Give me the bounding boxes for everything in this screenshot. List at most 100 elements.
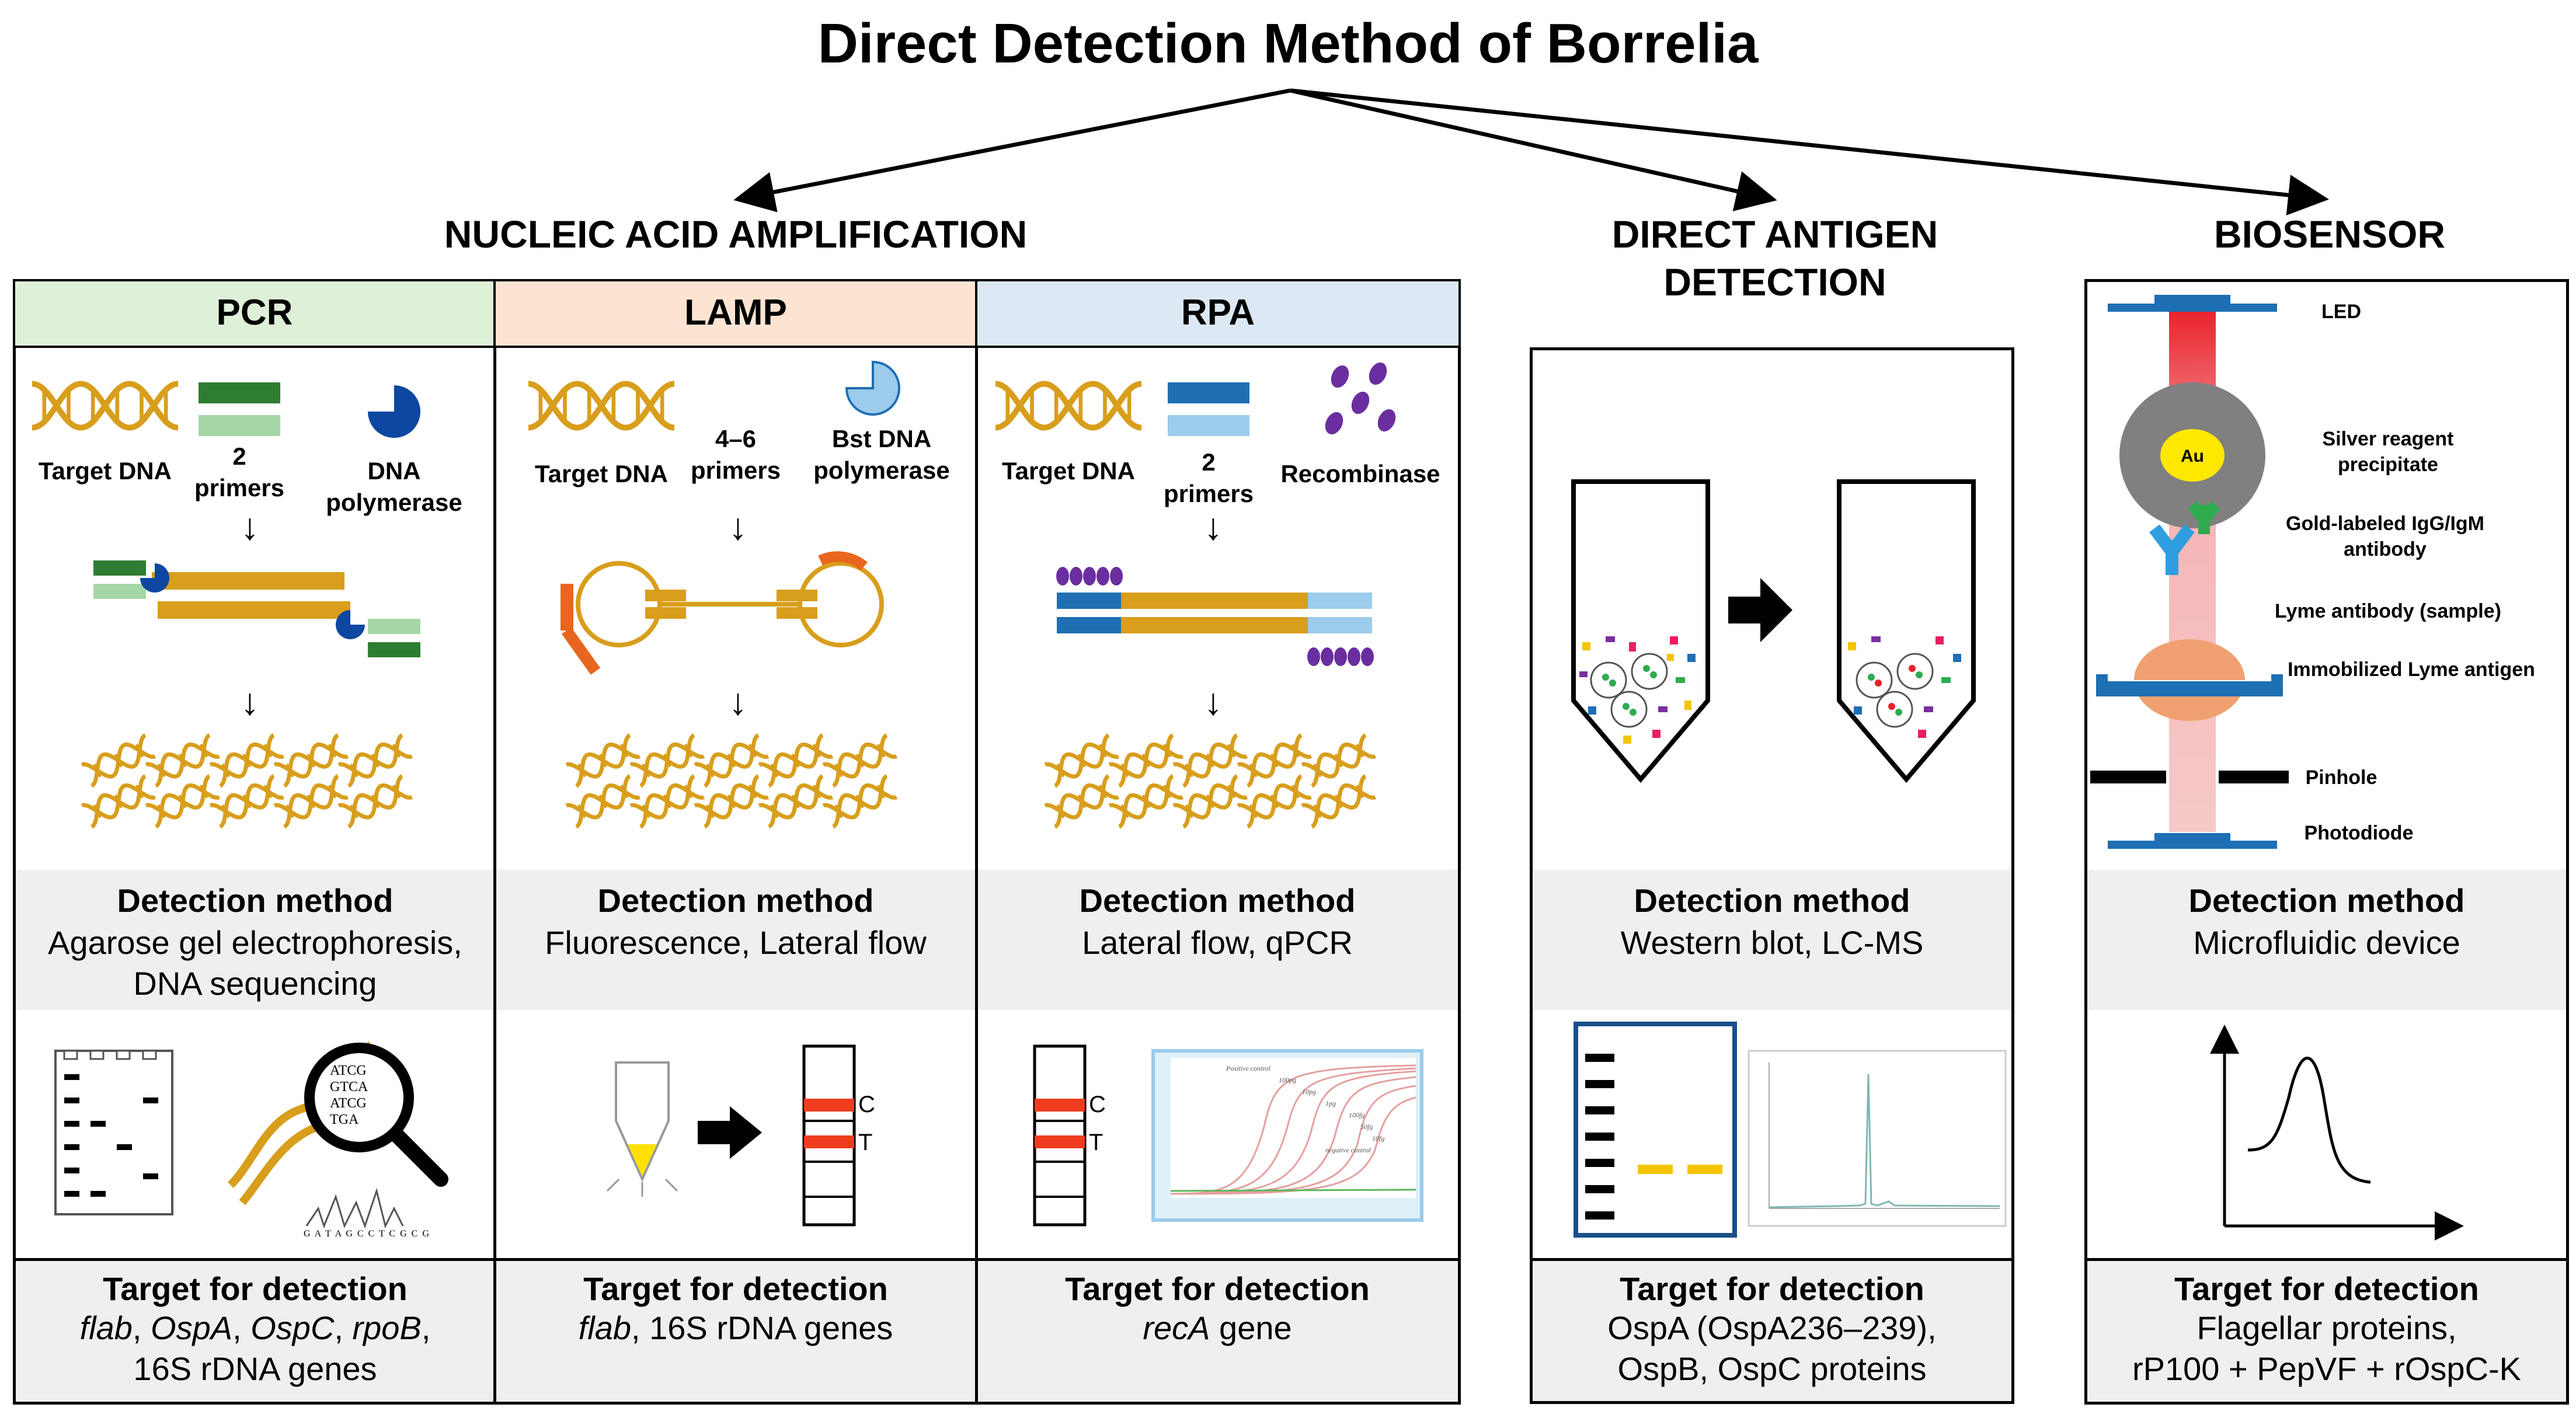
target-band-nucleic <box>16 1261 1458 1401</box>
lamp-arrow-2: ↓ <box>729 681 747 723</box>
seq-line-3: ATCG <box>330 1096 367 1111</box>
plot-label-100pg: 100pg <box>1279 1076 1296 1084</box>
biosensor-diagram <box>2090 295 2289 849</box>
qpcr-plot-labels: Positive control 100pg 10pg 1pg 100fg 50… <box>1226 1062 1413 1156</box>
lamp-polymerase-label: Bst DNA polymerase <box>794 423 969 486</box>
lateral-flow-strip-rpa <box>1033 1044 1087 1227</box>
lamp-target-dna-label: Target DNA <box>535 460 668 487</box>
antigen-target-line2: OspB, OspC proteins <box>1617 1350 1927 1387</box>
pcr-target-line2: 16S rDNA genes <box>133 1350 377 1387</box>
arrow-right-antigen-icon <box>1728 578 1792 642</box>
lamp-polymerase-line2: polymerase <box>813 457 950 484</box>
gene-ospc: OspC <box>250 1309 335 1346</box>
divider-antigen <box>1530 1258 2014 1261</box>
gold-antibody-label: Gold-labeled IgG/IgM antibody <box>2265 511 2505 562</box>
seq-line-2: GTCA <box>330 1079 368 1095</box>
lyme-antibody-label: Lyme antibody (sample) <box>2275 600 2501 622</box>
plot-label-positive: Positive control <box>1226 1064 1270 1072</box>
target-band-biosensor <box>2087 1261 2566 1401</box>
detection-band-nucleic <box>16 870 1458 1010</box>
bst-polymerase-icon <box>845 360 900 416</box>
rpa-arrow-2: ↓ <box>1204 681 1223 723</box>
biosensor-target-line1: Flagellar proteins, <box>2196 1309 2457 1346</box>
antigen-target-text: OspA (OspA236–239), OspB, OspC proteins <box>1533 1308 2011 1389</box>
pcr-polymerase-line1: DNA <box>367 457 421 485</box>
antigen-tube-after <box>1837 479 1976 783</box>
pcr-sep-3: , <box>334 1309 353 1346</box>
gene-rpob: rpoB <box>352 1309 422 1346</box>
signal-peak-plot <box>2210 1025 2464 1241</box>
biosensor-target-line2: rP100 + PepVF + rOspC-K <box>2132 1350 2522 1387</box>
arrow-right-icon <box>698 1106 762 1159</box>
rpa-strand-diagram <box>1056 567 1374 666</box>
dna-sequencing-icon <box>227 1041 448 1229</box>
pcr-primers-icon <box>199 382 280 436</box>
lamp-arrow-1: ↓ <box>729 506 747 548</box>
pcr-detection-line2: DNA sequencing <box>133 965 377 1002</box>
gene-flab-lamp: flab <box>578 1309 632 1346</box>
lamp-amplicons-icon <box>555 753 905 846</box>
pcr-target-dna-label: Target DNA <box>39 457 172 485</box>
rpa-header: RPA <box>975 279 1461 348</box>
plot-label-10pg: 10pg <box>1302 1088 1316 1096</box>
target-band-antigen <box>1533 1261 2011 1401</box>
lamp-target-dna-icon <box>528 374 674 438</box>
silver-line2: precipitate <box>2338 454 2438 476</box>
recombinase-label: Recombinase <box>1280 460 1440 487</box>
divider-nucleic <box>13 1258 1461 1261</box>
fluorescence-tube-icon <box>606 1061 678 1197</box>
pcr-primers-text: primers <box>194 474 285 501</box>
gene-reca: recA <box>1143 1309 1210 1346</box>
pcr-target-title: Target for detection <box>103 1270 408 1307</box>
lamp-strip-c-label: C <box>858 1092 875 1117</box>
rpa-detection-text: Lateral flow, qPCR <box>1082 924 1353 961</box>
pcr-target-dna-icon <box>32 374 178 438</box>
pcr-sep-4: , <box>421 1309 431 1346</box>
antigen-target-title: Target for detection <box>1620 1270 1924 1307</box>
sequence-text: ATCG GTCA ATCG TGA <box>330 1062 394 1128</box>
lamp-target-text: flab, 16S rDNA genes <box>496 1308 975 1349</box>
antigen-detection-text: Western blot, LC-MS <box>1620 924 1924 961</box>
rpa-arrow-1: ↓ <box>1204 506 1223 548</box>
agarose-gel-icon <box>54 1050 173 1215</box>
lamp-detection-text: Fluorescence, Lateral flow <box>545 924 927 961</box>
western-blot-icon <box>1574 1022 1737 1238</box>
lamp-header: LAMP <box>493 279 978 348</box>
pinhole-label: Pinhole <box>2305 767 2377 789</box>
section-nucleic-acid: NUCLEIC ACID AMPLIFICATION <box>444 212 1028 256</box>
detection-band-biosensor <box>2087 870 2566 1010</box>
silver-reagent-label: Silver reagent precipitate <box>2289 426 2487 478</box>
pcr-primers-label: 2 primers <box>187 441 292 504</box>
seq-line-4: TGA <box>330 1112 359 1127</box>
pcr-header: PCR <box>13 279 496 348</box>
seq-bases: G A T A G C C T C G C G <box>304 1229 430 1239</box>
plot-label-negative: negative control <box>1325 1146 1371 1154</box>
section-antigen-line2: DETECTION <box>1663 260 1886 304</box>
pcr-arrow-2: ↓ <box>241 681 259 723</box>
gold-line1: Gold-labeled IgG/IgM <box>2286 513 2484 535</box>
divider-biosensor <box>2084 1258 2569 1261</box>
section-antigen-line1: DIRECT ANTIGEN <box>1611 212 1938 256</box>
rpa-primers-text: primers <box>1163 480 1254 507</box>
rpa-target-dna-label: Target DNA <box>1002 457 1135 485</box>
lamp-dumbbell-diagram <box>561 551 884 675</box>
gene-flab: flab <box>79 1309 133 1346</box>
rpa-detection-title: Detection method <box>1079 882 1356 919</box>
qpcr-amplification-plot <box>1151 1049 1423 1222</box>
lamp-polymerase-line1: Bst DNA <box>831 425 932 452</box>
pcr-detection-text: Agarose gel electrophoresis, DNA sequenc… <box>16 922 495 1004</box>
biosensor-target-text: Flagellar proteins, rP100 + PepVF + rOsp… <box>2087 1308 2566 1389</box>
pcr-target-line1: flab, OspA, OspC, rpoB, <box>16 1308 495 1349</box>
antigen-detection-title: Detection method <box>1634 882 1910 919</box>
section-biosensor: BIOSENSOR <box>2213 212 2446 256</box>
section-direct-antigen: DIRECT ANTIGEN DETECTION <box>1530 210 2020 306</box>
silver-line1: Silver reagent <box>2322 428 2454 450</box>
rpa-primers-label: 2 primers <box>1156 447 1261 510</box>
seq-line-1: ATCG <box>330 1063 367 1078</box>
biosensor-detection-title: Detection method <box>2188 882 2465 919</box>
pcr-polymerase-line2: polymerase <box>326 489 462 516</box>
rpa-strip-c-label: C <box>1089 1092 1106 1117</box>
lamp-primers-num: 4–6 <box>715 425 757 452</box>
lamp-target-title: Target for detection <box>583 1270 888 1307</box>
photodiode-label: Photodiode <box>2304 822 2414 844</box>
